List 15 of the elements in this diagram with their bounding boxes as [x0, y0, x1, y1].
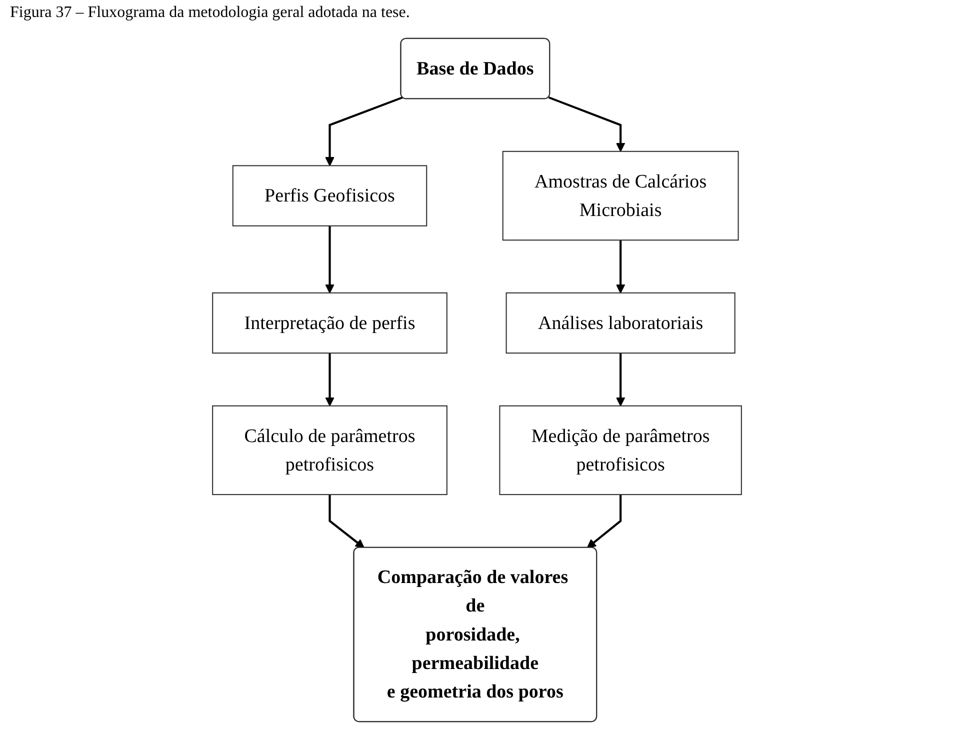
arrow	[325, 96, 403, 166]
node-box: Cálculo de parâmetros petrofisicos	[212, 405, 448, 496]
node-box: Análises laboratoriais	[506, 292, 736, 354]
arrow	[586, 494, 622, 548]
arrow	[325, 353, 334, 406]
arrow	[548, 96, 626, 152]
arrow	[616, 353, 626, 406]
figure-title: Figura 37 – Fluxograma da metodologia geral adotada na tese.	[9, 3, 411, 23]
node-box: Amostras de Calcários Microbiais	[502, 150, 739, 241]
node-box: Perfis Geofisicos	[232, 165, 428, 226]
arrow	[616, 240, 626, 294]
arrow	[325, 226, 334, 294]
node-box: Interpretação de perfis	[212, 292, 448, 354]
node-box: Medição de parâmetros petrofisicos	[499, 405, 742, 496]
arrow	[328, 494, 365, 548]
